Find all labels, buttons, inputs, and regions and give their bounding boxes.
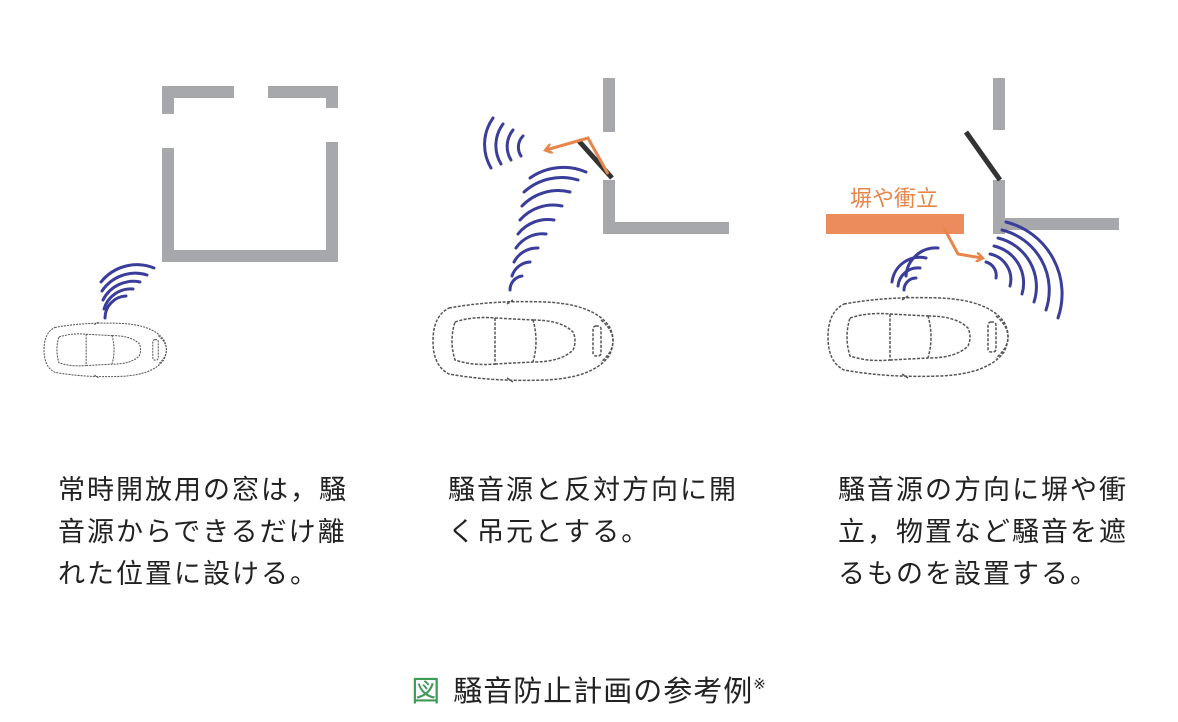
panel-2-arrow xyxy=(546,136,610,175)
panel-3-building xyxy=(993,78,1119,234)
panel-1-caption: 常時開放用の窓は，騒音源からできるだけ離れた位置に設ける。 xyxy=(58,475,348,590)
panel-2-caption: 騒音源と反対方向に開く吊元とする。 xyxy=(448,475,738,548)
figure-title: 図騒音防止計画の参考例※ xyxy=(0,668,1178,710)
panel-2-sound-waves xyxy=(508,165,588,292)
panel-2-sound-waves-reflected xyxy=(483,116,525,170)
figure-title-text: 騒音防止計画の参考例 xyxy=(453,674,754,708)
panel-3-sound-waves-source xyxy=(890,246,940,292)
barrier-label: 塀や衝立 xyxy=(850,187,938,212)
panel-1-car xyxy=(43,321,167,379)
panel-3-car xyxy=(827,295,1009,379)
panel-3-sound-waves-deflected xyxy=(984,220,1064,320)
barrier xyxy=(826,214,964,234)
panel-3-door xyxy=(963,130,1003,182)
panel-1-sound-waves xyxy=(99,263,156,320)
panel-1-building xyxy=(162,86,338,262)
panel-3-arrow xyxy=(942,227,982,258)
figure-mark: 図 xyxy=(411,674,442,708)
panel-3-caption: 騒音源の方向に塀や衝立，物置など騒音を遮るものを設置する。 xyxy=(838,475,1128,590)
panel-2-building xyxy=(603,78,729,234)
figure-note-mark: ※ xyxy=(753,675,767,693)
panel-2-car xyxy=(432,299,614,383)
